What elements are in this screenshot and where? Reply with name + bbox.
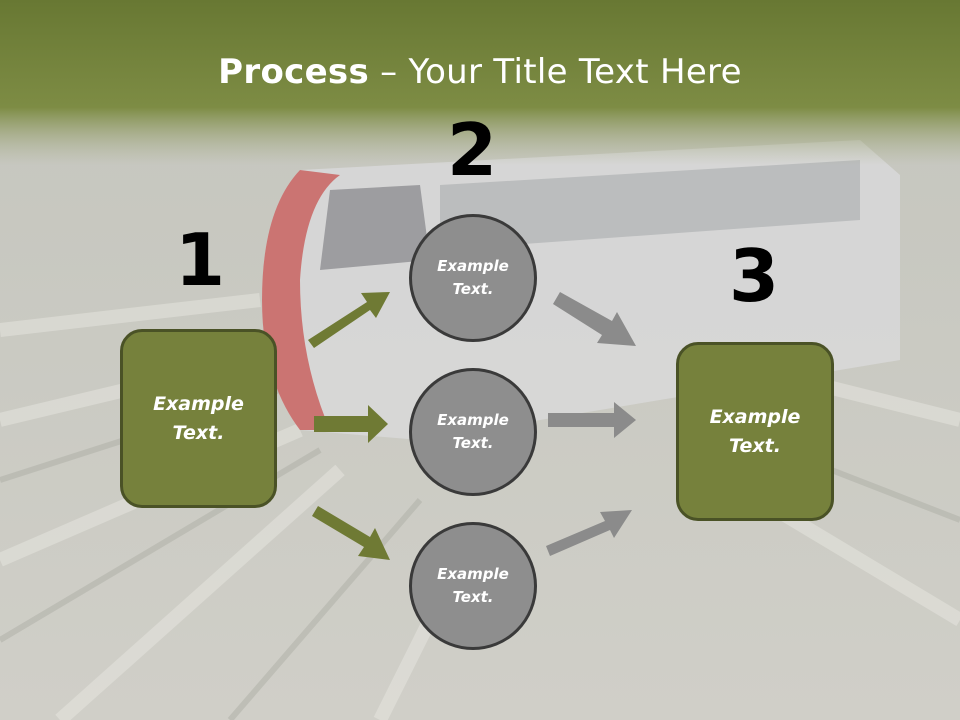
right-process-box: Example Text. — [676, 342, 834, 521]
title-rest: – Your Title Text Here — [369, 52, 742, 92]
arrow-up-right-green-icon — [308, 292, 390, 348]
step-number-2: 2 — [446, 108, 498, 192]
step-number-1: 1 — [174, 218, 226, 302]
arrow-down-right-green-icon — [312, 506, 390, 560]
arrow-up-right-grey-icon — [546, 510, 632, 556]
left-process-box: Example Text. — [120, 329, 277, 508]
step-number-3: 3 — [728, 234, 780, 318]
title-bold: Process — [218, 52, 370, 92]
slide-title: Process – Your Title Text Here — [0, 52, 960, 92]
arrow-right-grey-icon — [548, 402, 636, 438]
arrow-down-right-grey-icon — [553, 292, 636, 346]
circle-step-middle: Example Text. — [409, 368, 537, 496]
circle-step-top: Example Text. — [409, 214, 537, 342]
arrow-right-green-icon — [314, 405, 388, 443]
circle-step-bottom: Example Text. — [409, 522, 537, 650]
